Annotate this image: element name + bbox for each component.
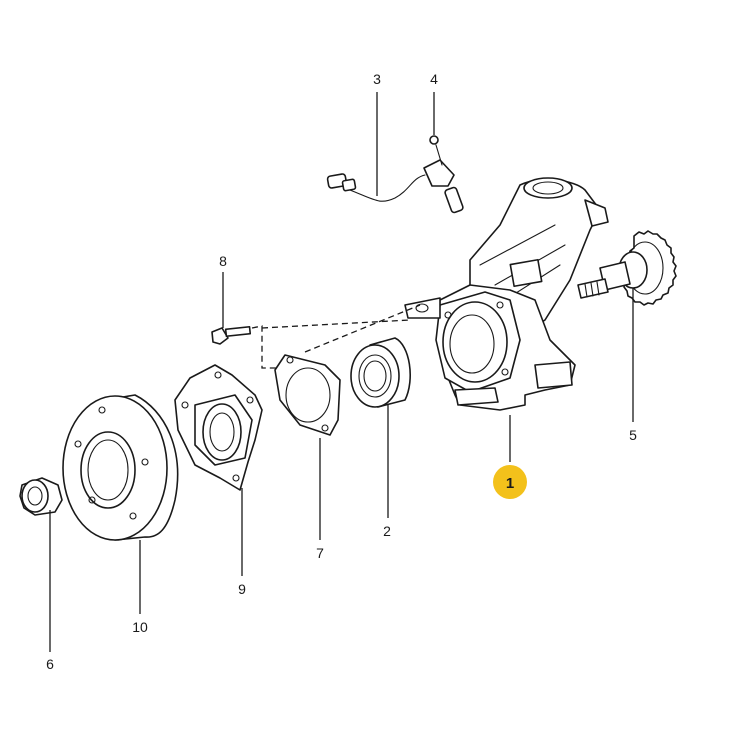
callout-9[interactable]: 9	[238, 581, 246, 597]
callout-1[interactable]: 1	[506, 475, 514, 492]
callout-7[interactable]: 7	[316, 545, 324, 561]
callout-3[interactable]: 3	[373, 71, 381, 87]
part-5-drive-shaft-tone-ring[interactable]	[577, 230, 677, 306]
part-6-wheel-nut[interactable]	[19, 477, 63, 516]
callout-8[interactable]: 8	[219, 253, 227, 269]
part-2-wheel-bearing[interactable]	[350, 337, 411, 408]
part-4-sensor-screw[interactable]	[429, 135, 443, 166]
part-9-wheel-hub[interactable]	[174, 364, 263, 491]
callout-1-highlight-badge	[493, 465, 527, 499]
part-1-wheel-carrier[interactable]	[404, 177, 609, 411]
callout-2[interactable]: 2	[383, 523, 391, 539]
part-8-bolt[interactable]	[211, 325, 252, 345]
callout-5[interactable]: 5	[629, 427, 637, 443]
part-3-speed-sensor-cable[interactable]	[326, 159, 464, 214]
leader-lines	[49, 92, 634, 652]
callout-4[interactable]: 4	[430, 71, 438, 87]
assembly-lines	[251, 304, 421, 369]
part-10-brake-disc[interactable]	[62, 394, 179, 541]
callout-6[interactable]: 6	[46, 656, 54, 672]
part-7-cover-plate[interactable]	[274, 354, 341, 436]
callout-labels: 1 2 3 4 5 6 7 8 9 10	[46, 71, 637, 672]
callout-10[interactable]: 10	[132, 619, 148, 635]
